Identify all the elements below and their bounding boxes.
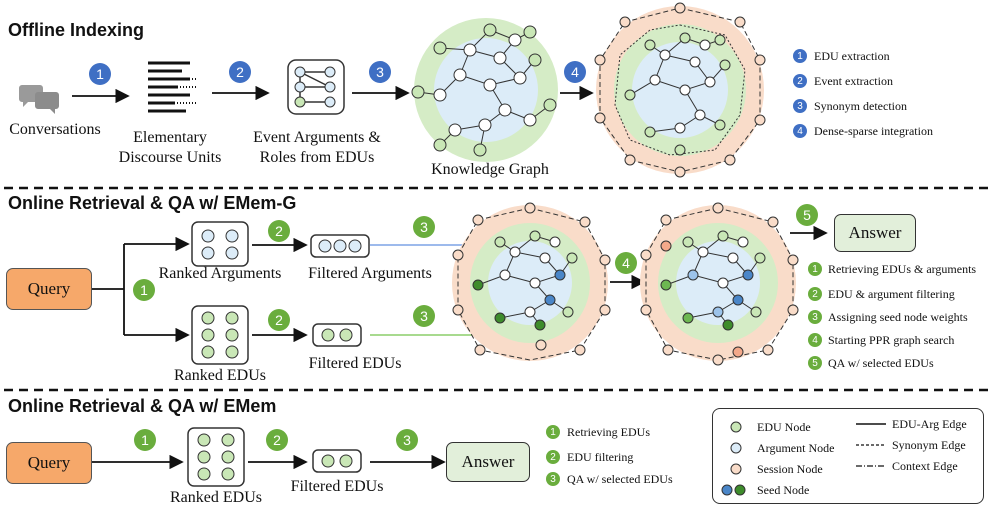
section-title-online: Online Retrieval & QA w/ EMem [8, 396, 277, 416]
event-graph-icon [287, 59, 345, 115]
g-step-1-badge: 1 [133, 279, 155, 301]
g-legend-5: QA w/ selected EDUs [828, 356, 934, 370]
filtered-edus-label-g: Filtered EDUs [308, 355, 402, 372]
offline-step-3-badge: 3 [369, 61, 391, 83]
g-legend-1-badge: 1 [808, 262, 822, 276]
ranked-edus-icon-g [191, 305, 249, 365]
knowledge-graph-offline [411, 18, 558, 162]
g-step-3b-badge: 3 [413, 305, 435, 327]
ranked-edus-label: Ranked EDUs [170, 489, 262, 506]
filtered-edus-icon [312, 449, 362, 473]
key-session-node: Session Node [757, 462, 823, 476]
kg-label: Knowledge Graph [431, 161, 549, 178]
answer-box-g: Answer [834, 214, 916, 252]
e-legend-2: EDU filtering [567, 450, 634, 464]
conversations-label: Conversations [9, 121, 101, 138]
offline-legend-3: Synonym detection [814, 99, 907, 113]
key-argument-node: Argument Node [757, 441, 835, 455]
key-edu-arg-edge: EDU-Arg Edge [892, 417, 967, 431]
g-legend-5-badge: 5 [808, 356, 822, 370]
offline-legend-2-badge: 2 [793, 74, 807, 88]
key-context-edge: Context Edge [892, 459, 958, 473]
offline-legend-2: Event extraction [814, 74, 893, 88]
answer-box: Answer [446, 442, 530, 482]
ranked-edus-icon [187, 427, 245, 487]
offline-legend-1: EDU extraction [814, 49, 890, 63]
g-legend-2-badge: 2 [808, 287, 822, 301]
event-label-2: Roles from EDUs [259, 149, 375, 166]
g-legend-3-badge: 3 [808, 310, 822, 324]
query-box-g: Query [6, 268, 92, 310]
g-legend-4-badge: 4 [808, 333, 822, 347]
g-step-4-badge: 4 [615, 252, 637, 274]
g-legend-2: EDU & argument filtering [828, 287, 955, 301]
offline-step-4-badge: 4 [564, 61, 586, 83]
event-label-1: Event Arguments & [253, 129, 381, 146]
key-edu-node: EDU Node [757, 420, 811, 434]
g-legend-1: Retrieving EDUs & arguments [828, 262, 977, 276]
g-step-2b-badge: 2 [268, 309, 290, 331]
offline-step-1-badge: 1 [89, 63, 111, 85]
offline-legend-4-badge: 4 [793, 124, 807, 138]
e-legend-1: Retrieving EDUs [567, 425, 650, 439]
ranked-arguments-label: Ranked Arguments [158, 265, 282, 282]
query-box: Query [6, 442, 92, 484]
edu-label-1: Elementary [133, 129, 207, 146]
e-step-3-badge: 3 [396, 429, 418, 451]
offline-legend-3-badge: 3 [793, 99, 807, 113]
g-step-5-badge: 5 [796, 204, 818, 226]
e-legend-3: QA w/ selected EDUs [567, 472, 673, 486]
offline-legend-1-badge: 1 [793, 49, 807, 63]
g-legend-4: Starting PPR graph search [828, 333, 955, 347]
conversations-icon [19, 85, 59, 114]
filtered-edus-icon-g [312, 323, 362, 347]
filtered-arguments-label: Filtered Arguments [308, 265, 432, 282]
key-seed-node: Seed Node [757, 483, 810, 497]
knowledge-graph-integrated [594, 2, 766, 178]
g-legend-3: Assigning seed node weights [828, 310, 968, 324]
key-synonym-edge: Synonym Edge [892, 438, 966, 452]
section-title-online-g: Online Retrieval & QA w/ EMem-G [8, 193, 297, 213]
knowledge-graph-seeded [452, 202, 611, 361]
section-title-offline: Offline Indexing [8, 20, 145, 40]
e-legend-2-badge: 2 [546, 450, 560, 464]
node-edge-legend [712, 408, 984, 504]
e-step-2-badge: 2 [266, 429, 288, 451]
g-step-2a-badge: 2 [268, 220, 290, 242]
offline-legend-4: Dense-sparse integration [814, 124, 933, 138]
e-legend-3-badge: 3 [546, 472, 560, 486]
offline-step-2-badge: 2 [229, 61, 251, 83]
document-lines-icon [148, 61, 196, 113]
ranked-arguments-icon [191, 221, 249, 267]
g-step-3a-badge: 3 [413, 216, 435, 238]
knowledge-graph-ppr [640, 202, 799, 366]
e-step-1-badge: 1 [134, 429, 156, 451]
filtered-arguments-icon [310, 234, 370, 258]
edu-label-2: Discourse Units [118, 149, 222, 166]
ranked-edus-label-g: Ranked EDUs [174, 367, 266, 384]
e-legend-1-badge: 1 [546, 425, 560, 439]
filtered-edus-label: Filtered EDUs [290, 478, 384, 495]
